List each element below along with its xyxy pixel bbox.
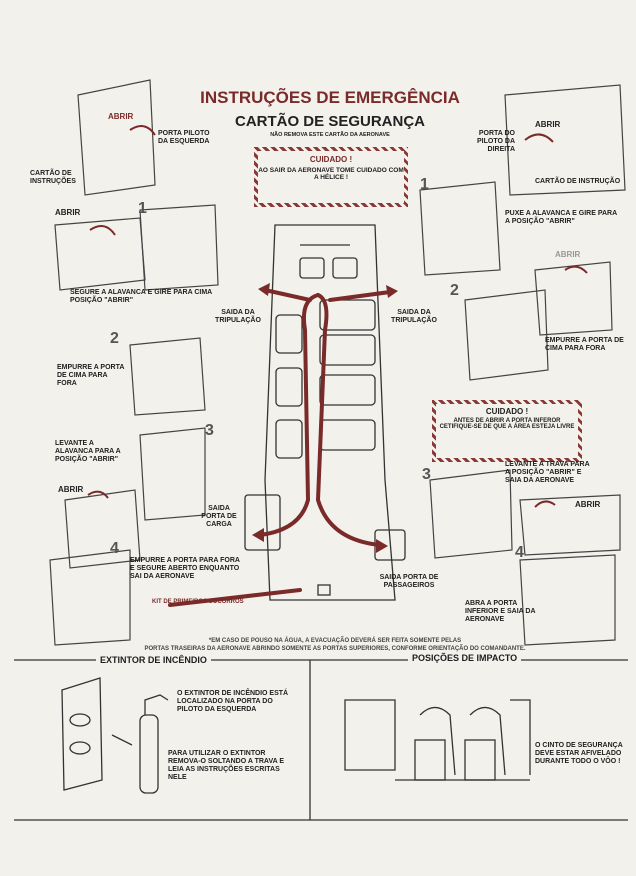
impact-position-ill [344,699,531,781]
instruction-card-label: CARTÃO DE INSTRUÇÃO [535,178,621,185]
right-step4-text: ABRA A PORTA INFERIOR E SAIA DA AERONAVE [465,600,536,624]
right-step1-text: PUXE A ALAVANCA E GIRE PARA A POSIÇÃO "A… [505,210,617,226]
caution-box-lower-door: CUIDADO ! ANTES DE ABRIR A PORTA INFEROR… [432,400,582,462]
water-landing-note-2: PORTAS TRASEIRAS DA AERONAVE ABRINDO SOM… [144,646,526,652]
left-pilot-door-label: PORTA PILOTO DA ESQUERDA [158,130,210,146]
abrir-label: ABRIR [575,500,601,509]
left-step1-ill [54,217,146,291]
passenger-exit-label: SAIDA PORTA DE PASSAGEIROS [379,574,439,590]
right-step2-ill [464,289,549,381]
instructions-card-label: CARTÃO DE INSTRUÇÕES [30,170,76,186]
step-number: 2 [450,282,459,299]
abrir-label: ABRIR [58,485,84,494]
airplane-diagram [244,224,406,601]
do-not-remove-note: NÃO REMOVA ESTE CARTÃO DA AERONAVE [270,132,390,138]
cargo-exit-label: SAIDA PORTA DE CARGA [201,505,237,529]
abrir-label: ABRIR [55,208,81,217]
right-step1-ill [419,181,501,276]
left-step4-text: EMPURRE A PORTA PARA FORA E SEGURE ABERT… [130,557,240,581]
caution-box-propeller: CUIDADO ! AO SAIR DA AERONAVE TOME CUIDA… [254,147,408,207]
left-pilot-door-ill [77,79,156,196]
left-step3-ill [139,427,206,521]
water-landing-note: *EM CASO DE POUSO NA ÁGUA, A EVACUAÇÃO D… [208,638,462,644]
right-step2-text: EMPURRE A PORTA DE CIMA PARA FORA [545,337,624,353]
caution-title: CUIDADO ! [485,407,529,416]
step-number: 4 [110,540,119,557]
right-pilot-door-label: PORTA DO PILOTO DA DIREITA [477,130,515,154]
crew-exit-right-label: SAIDA DA TRIPULAÇÃO [391,309,437,325]
abrir-label: ABRIR [535,120,561,129]
left-step2-ill [129,337,206,416]
right-step4-ill [519,554,616,646]
extinguisher-location-text: O EXTINTOR DE INCÊNDIO ESTÁ LOCALIZADO N… [177,690,289,714]
right-step3-ill [429,469,513,559]
page-title: INSTRUÇÕES DE EMERGÊNCIA [200,88,460,107]
left-step2-text: EMPURRE A PORTA DE CIMA PARA FORA [57,364,125,388]
seatbelt-text: O CINTO DE SEGURANÇA DEVE ESTAR AFIVELAD… [535,742,623,766]
left-step3-text: LEVANTE A ALAVANCA PARA A POSIÇÃO "ABRIR… [55,440,121,464]
abrir-label: ABRIR [108,112,134,121]
evacuation-route [168,288,392,607]
left-step1-text: SEGURE A ALAVANCA E GIRE PARA CIMA POSIÇ… [70,289,212,305]
crew-exit-left-label: SAIDA DA TRIPULAÇÃO [215,309,261,325]
step-number: 1 [420,176,429,193]
extinguisher-usage-text: PARA UTILIZAR O EXTINTOR REMOVA-O SOLTAN… [168,750,285,782]
extinguisher-ill [61,677,169,794]
step-number: 1 [138,200,147,217]
step-number: 3 [205,422,214,439]
caution-text: ANTES DE ABRIR A PORTA INFEROR CETIFIQUE… [439,418,575,430]
step-number: 4 [515,544,524,561]
caution-title: CUIDADO ! [309,155,353,164]
right-step3-text: LEVANTE A TRAVA PARA A POSIÇÃO "ABRIR" E… [505,461,590,485]
abrir-label: ABRIR [555,250,581,259]
impact-section-header: POSIÇÕES DE IMPACTO [408,653,522,663]
first-aid-kit-label: KIT DE PRIMEIROS SOCORROS [152,599,244,605]
step-number: 3 [422,466,431,483]
step-number: 2 [110,330,119,347]
page-subtitle: CARTÃO DE SEGURANÇA [234,113,425,130]
right-pilot-door-ill [504,84,626,196]
left-step4-ill [49,549,131,646]
caution-text: AO SAIR DA AERONAVE TOME CUIDADO COM A H… [258,167,404,181]
extinguisher-section-header: EXTINTOR DE INCÊNDIO [96,655,211,665]
